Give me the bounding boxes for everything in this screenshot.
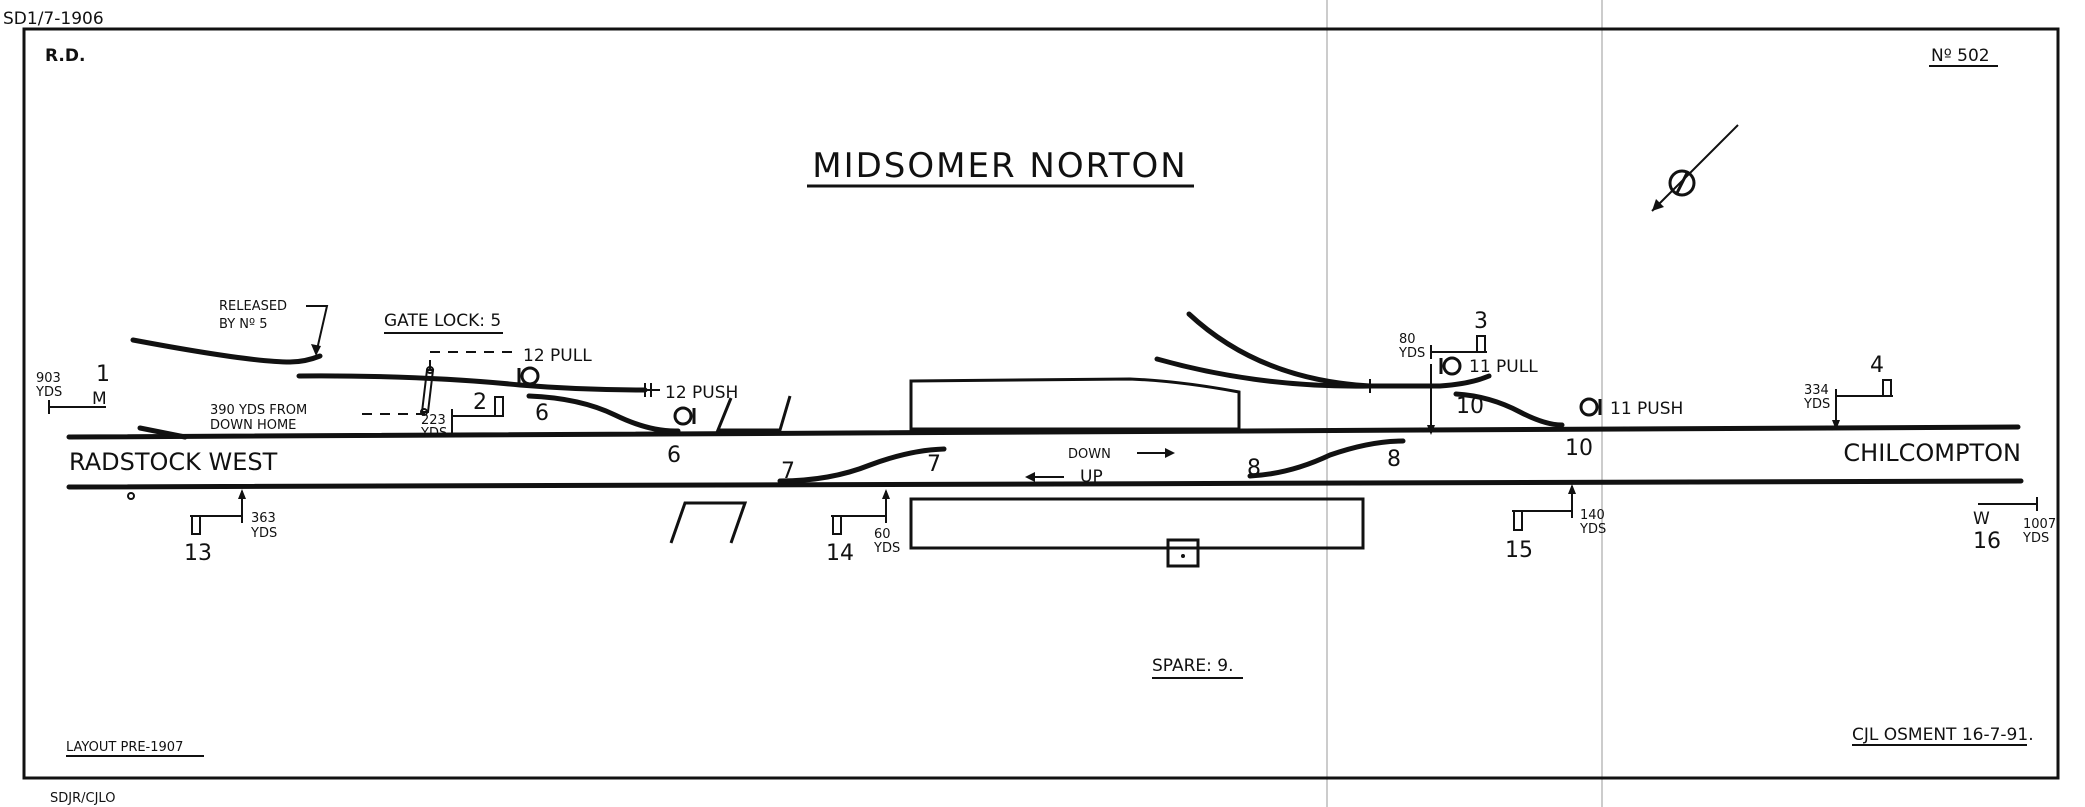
signal-number: 14 bbox=[826, 541, 854, 566]
disc-signal-11-pull: 11 PULL bbox=[1439, 356, 1538, 377]
signal-1: 1 M 903 YDS bbox=[35, 362, 110, 414]
point-number: 7 bbox=[927, 452, 941, 477]
down-platform bbox=[909, 377, 1241, 431]
trap-point bbox=[137, 425, 188, 440]
diagram-number: Nº 502 bbox=[1931, 46, 1990, 66]
disc-label: 12 PULL bbox=[523, 346, 592, 366]
signal-number: 2 bbox=[473, 390, 487, 415]
signal-distance-unit: YDS bbox=[250, 526, 277, 541]
signal-distance-unit: YDS bbox=[873, 541, 900, 556]
signal-15: 15 140 YDS bbox=[1505, 484, 1606, 563]
signal-distance-unit: YDS bbox=[1398, 346, 1425, 361]
arrow-head bbox=[1165, 448, 1175, 458]
point-number: 10 bbox=[1565, 436, 1593, 461]
siding-track bbox=[526, 393, 681, 434]
gate-lock-lever bbox=[355, 351, 520, 416]
point-number: 6 bbox=[535, 401, 549, 426]
disc-label: 11 PULL bbox=[1469, 357, 1538, 377]
signal-arm-letter: W bbox=[1973, 509, 1990, 529]
siding-track bbox=[130, 337, 323, 365]
signal-box-icon bbox=[1166, 538, 1200, 568]
arrow-head bbox=[1025, 472, 1035, 482]
signal-distance: 903 bbox=[36, 371, 61, 386]
level-crossing-gate bbox=[715, 395, 792, 432]
north-compass-icon bbox=[1651, 124, 1739, 212]
spare-label: SPARE: 9. bbox=[1152, 656, 1234, 676]
layout-note: LAYOUT PRE-1907 bbox=[66, 740, 183, 755]
signal-3: 3 80 YDS bbox=[1398, 309, 1488, 435]
crossover-8 bbox=[1247, 438, 1406, 479]
signal-13: 13 363 YDS bbox=[127, 489, 277, 566]
from-home-note: DOWN HOME bbox=[210, 418, 296, 433]
signal-number: 1 bbox=[96, 362, 110, 387]
released-note: BY Nº 5 bbox=[219, 317, 268, 332]
diagram-border bbox=[22, 27, 2060, 780]
siding-track bbox=[1154, 356, 1492, 389]
signal-2: 2 223 YDS bbox=[420, 390, 504, 441]
signal-distance-unit: YDS bbox=[420, 426, 447, 441]
point-number: 8 bbox=[1387, 447, 1401, 472]
signal-distance: 334 bbox=[1804, 383, 1829, 398]
point-number: 6 bbox=[667, 443, 681, 468]
up-platform bbox=[909, 497, 1365, 550]
released-arrow bbox=[306, 305, 329, 355]
station-chilcompton: CHILCOMPTON bbox=[1843, 439, 2021, 467]
signal-arm-letter: M bbox=[92, 389, 107, 409]
signal-distance-unit: YDS bbox=[2022, 531, 2049, 546]
siding-track bbox=[1453, 391, 1565, 428]
signal-distance: 1007 bbox=[2023, 517, 2056, 532]
signal-distance: 80 bbox=[1399, 332, 1416, 347]
signal-distance: 140 bbox=[1580, 508, 1605, 523]
signal-number: 16 bbox=[1973, 529, 2001, 554]
point-number: 10 bbox=[1456, 394, 1484, 419]
signal-number: 15 bbox=[1505, 538, 1533, 563]
crossover-7 bbox=[777, 446, 947, 484]
down-main-line bbox=[66, 424, 2021, 440]
signal-number: 4 bbox=[1870, 353, 1884, 378]
disc-signal-12-push: 12 PUSH bbox=[665, 383, 738, 426]
up-main-line bbox=[66, 478, 2024, 490]
disc-signal-12-pull: 12 PULL bbox=[517, 346, 592, 386]
signal-distance: 363 bbox=[251, 511, 276, 526]
level-crossing-gate bbox=[669, 501, 748, 544]
arrow-head bbox=[311, 344, 321, 356]
point-number: 7 bbox=[781, 459, 795, 484]
station-radstock-west: RADSTOCK WEST bbox=[69, 448, 278, 476]
signal-16: W 16 1007 YDS bbox=[1973, 497, 2056, 554]
released-note: RELEASED bbox=[219, 299, 287, 314]
footer-ref: SDJR/CJLO bbox=[50, 791, 115, 806]
ref-code: SD1/7-1906 bbox=[3, 9, 104, 29]
down-direction-label: DOWN bbox=[1068, 447, 1111, 462]
siding-track bbox=[296, 373, 648, 393]
initials: R.D. bbox=[45, 46, 85, 66]
signal-4: 4 334 YDS bbox=[1803, 353, 1893, 430]
from-home-note: 390 YDS FROM bbox=[210, 403, 307, 418]
page-title: MIDSOMER NORTON bbox=[812, 146, 1187, 186]
signal-distance: 223 bbox=[421, 413, 446, 428]
signal-distance: 60 bbox=[874, 527, 891, 542]
signal-14: 14 60 YDS bbox=[826, 489, 900, 566]
disc-label: 12 PUSH bbox=[665, 383, 738, 403]
signal-distance-unit: YDS bbox=[35, 385, 62, 400]
signal-distance-unit: YDS bbox=[1579, 522, 1606, 537]
up-direction-label: UP bbox=[1080, 467, 1103, 487]
disc-signal-11-push: 11 PUSH bbox=[1579, 397, 1683, 419]
signal-number: 13 bbox=[184, 541, 212, 566]
gate-lock-label: GATE LOCK: 5 bbox=[384, 311, 501, 331]
signal-number: 3 bbox=[1474, 309, 1488, 334]
point-number: 8 bbox=[1247, 456, 1261, 481]
signal-distance-unit: YDS bbox=[1803, 397, 1830, 412]
author-note: CJL OSMENT 16-7-91. bbox=[1852, 725, 2034, 745]
disc-label: 11 PUSH bbox=[1610, 399, 1683, 419]
